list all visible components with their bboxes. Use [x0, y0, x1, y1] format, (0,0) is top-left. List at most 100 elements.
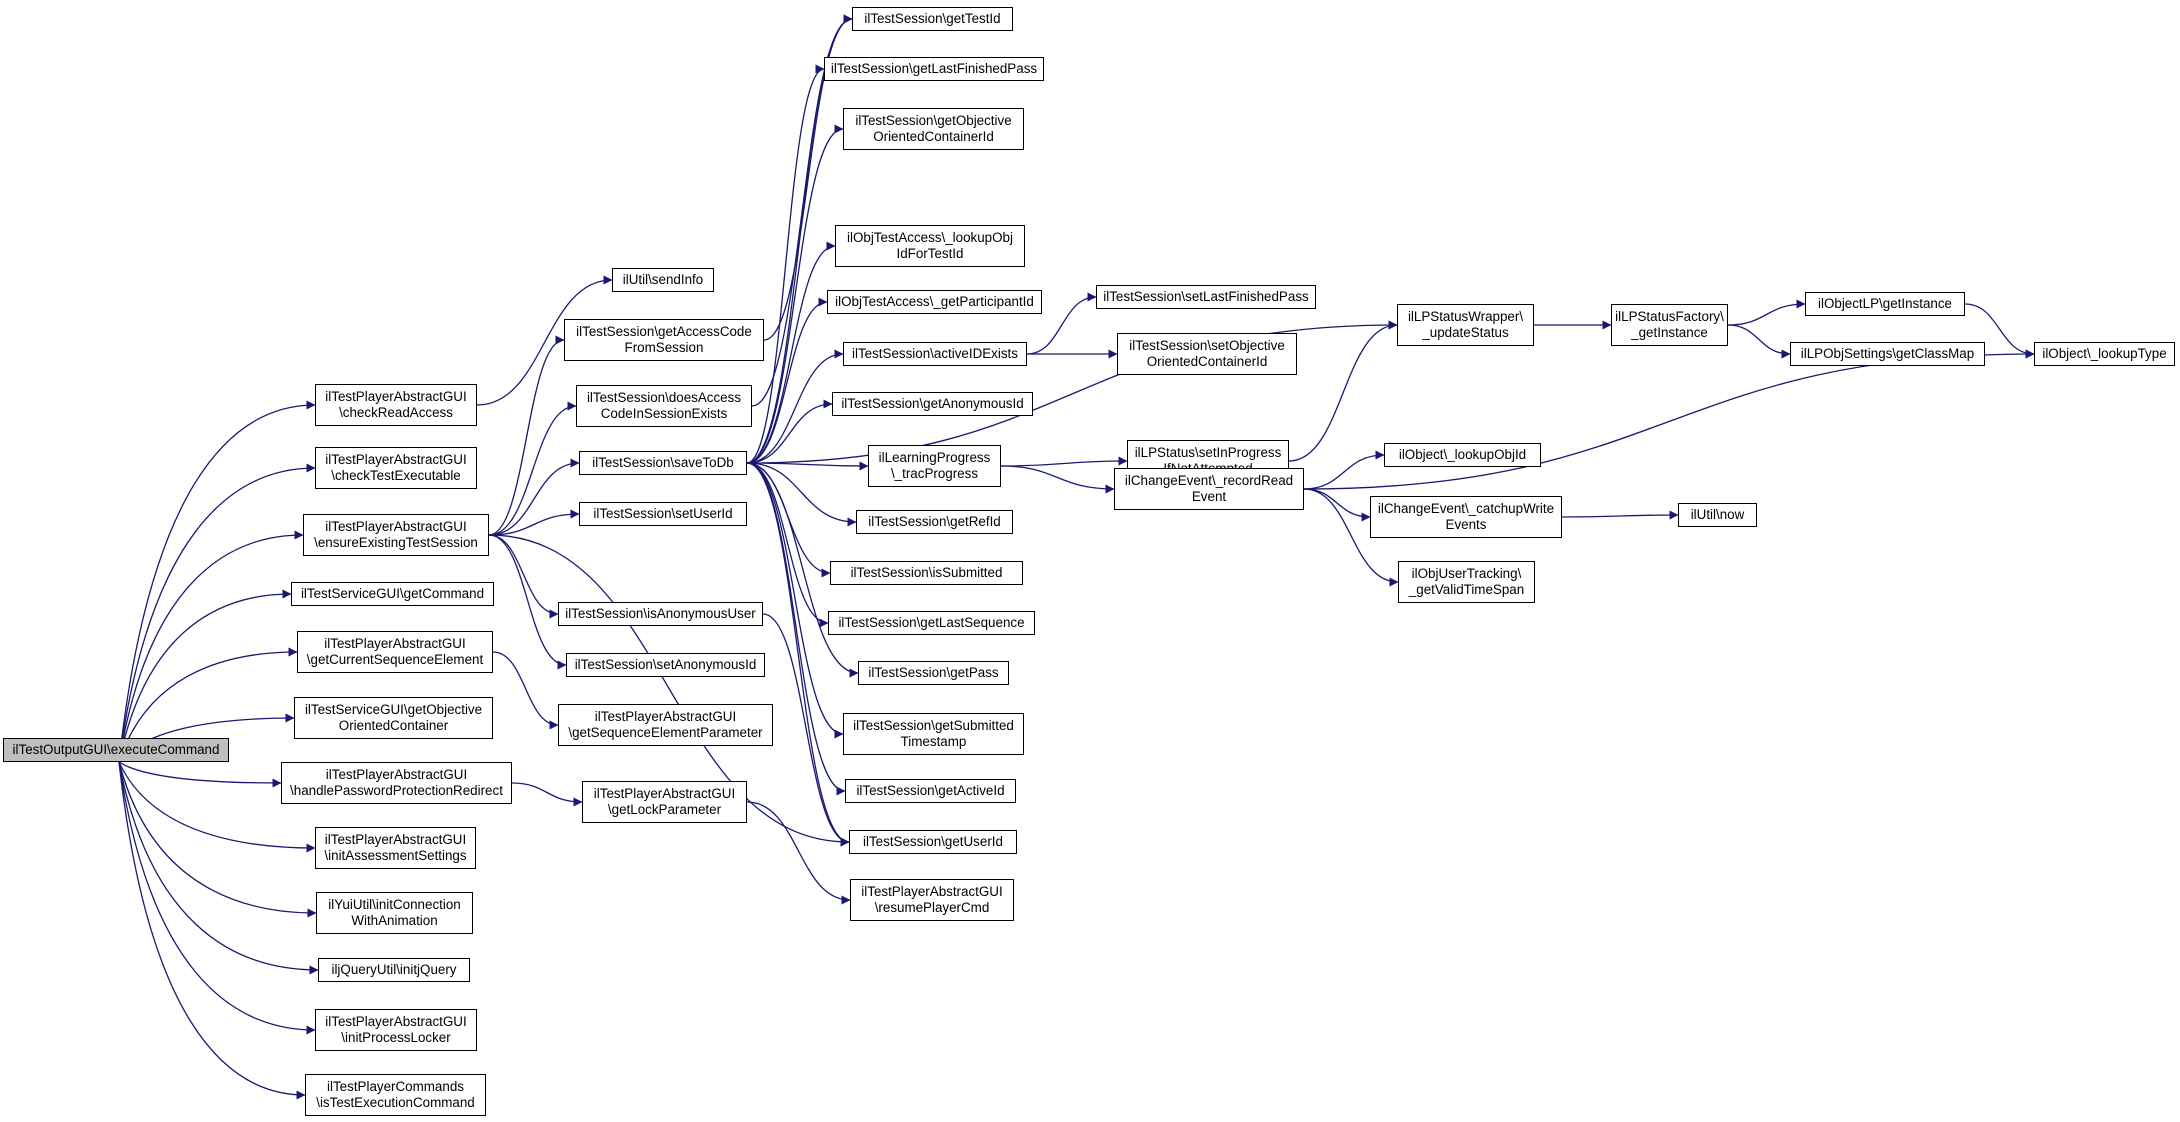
node-update-status[interactable]: ilLPStatusWrapper\_updateStatus — [1397, 304, 1534, 346]
edge-lpStatusFactory-to-objectLPgetInstance — [1727, 299, 1806, 326]
node-label-line: ilTestPlayerAbstractGUI — [594, 709, 737, 724]
node-get-class-map[interactable]: ilLPObjSettings\getClassMap — [1790, 342, 1985, 366]
node-label-line: \initProcessLocker — [341, 1030, 451, 1045]
node-label-line: ilTestSession\isSubmitted — [850, 565, 1003, 580]
node-set-last-finished-pass[interactable]: ilTestSession\setLastFinishedPass — [1096, 285, 1316, 309]
node-label-line: ilTestSession\doesAccess — [586, 390, 742, 405]
node-save-to-db[interactable]: ilTestSession\saveToDb — [579, 451, 747, 475]
edge-setInProgress-to-updateStatus — [1288, 320, 1398, 462]
node-get-seq-elem-param[interactable]: ilTestPlayerAbstractGUI\getSequenceEleme… — [558, 704, 773, 746]
node-label-line: ilTestSession\getRefId — [868, 514, 1001, 529]
edge-saveToDb-to-lookupObjIdForTestId — [746, 241, 836, 464]
node-get-active-id[interactable]: ilTestSession\getActiveId — [845, 779, 1016, 803]
node-check-test-executable[interactable]: ilTestPlayerAbstractGUI\checkTestExecuta… — [315, 447, 477, 489]
node-label-line: ilTestPlayerAbstractGUI — [593, 786, 736, 801]
node-label-line: ilTestSession\getLastSequence — [838, 615, 1025, 630]
edge-handlePwd-to-getLockParam — [511, 782, 583, 807]
edge-isAnonymousUser-to-getUserId — [762, 613, 850, 847]
node-lp-status-factory[interactable]: ilLPStatusFactory\_getInstance — [1611, 304, 1728, 346]
node-get-lock-param[interactable]: ilTestPlayerAbstractGUI\getLockParameter — [582, 781, 747, 823]
edge-root-to-initProcessLocker — [118, 761, 316, 1035]
node-label-line: ilTestPlayerAbstractGUI — [325, 389, 467, 404]
node-trac-progress[interactable]: ilLearningProgress\_tracProgress — [868, 445, 1001, 487]
node-label-line: ilTestOutputGUI\executeCommand — [12, 742, 220, 757]
node-is-test-exec-cmd[interactable]: ilTestPlayerCommands\isTestExecutionComm… — [305, 1074, 486, 1116]
node-label-line: ilTestSession\setAnonymousId — [574, 657, 757, 672]
node-handle-pwd[interactable]: ilTestPlayerAbstractGUI\handlePasswordPr… — [281, 762, 512, 804]
node-get-participant-id[interactable]: ilObjTestAccess\_getParticipantId — [827, 290, 1042, 314]
node-ensure-existing[interactable]: ilTestPlayerAbstractGUI\ensureExistingTe… — [303, 514, 489, 556]
node-label-line: IdForTestId — [896, 246, 964, 261]
edge-tracProgress-to-recordReadEvent — [1000, 465, 1115, 494]
node-send-info[interactable]: ilUtil\sendInfo — [612, 268, 714, 292]
node-lookup-type[interactable]: ilObject\_lookupType — [2034, 342, 2175, 366]
edge-ensureExisting-to-saveToDb — [488, 458, 580, 536]
node-label-line: ilTestSession\setLastFinishedPass — [1103, 289, 1309, 304]
edge-ensureExisting-to-getUserId — [488, 534, 850, 847]
node-label-line: ilTestPlayerAbstractGUI — [324, 832, 467, 847]
node-util-now[interactable]: ilUtil\now — [1678, 503, 1757, 527]
edge-ensureExisting-to-setAnonymousId — [488, 534, 567, 670]
node-get-user-id[interactable]: ilTestSession\getUserId — [849, 830, 1017, 854]
node-init-assessment[interactable]: ilTestPlayerAbstractGUI\initAssessmentSe… — [315, 827, 476, 869]
node-label-line: \handlePasswordProtectionRedirect — [290, 783, 503, 798]
node-initj-query[interactable]: iljQueryUtil\initjQuery — [318, 958, 470, 982]
node-label-line: ilTestSession\getObjective — [855, 113, 1012, 128]
node-label-line: ilTestPlayerAbstractGUI — [325, 767, 468, 782]
edge-recordReadEvent-to-catchupWrite — [1303, 488, 1371, 522]
node-get-last-finished-pass[interactable]: ilTestSession\getLastFinishedPass — [824, 57, 1044, 81]
node-label-line: Events — [1445, 517, 1487, 532]
node-label-line: Event — [1191, 489, 1227, 504]
node-get-anonymous-id[interactable]: ilTestSession\getAnonymousId — [832, 392, 1033, 416]
node-set-anonymous-id[interactable]: ilTestSession\setAnonymousId — [566, 653, 765, 677]
node-label-line: ilObjUserTracking\ — [1411, 566, 1522, 581]
node-object-lpget-instance[interactable]: ilObjectLP\getInstance — [1805, 292, 1965, 316]
edge-root-to-initConnection — [118, 761, 317, 918]
edge-root-to-isTestExecCmd — [118, 761, 306, 1100]
node-get-test-id[interactable]: ilTestSession\getTestId — [852, 7, 1013, 31]
node-check-read-access[interactable]: ilTestPlayerAbstractGUI\checkReadAccess — [315, 384, 477, 426]
node-label-line: OrientedContainer — [338, 718, 449, 733]
node-get-current-seq[interactable]: ilTestPlayerAbstractGUI\getCurrentSequen… — [297, 631, 493, 673]
node-get-ref-id[interactable]: ilTestSession\getRefId — [856, 510, 1013, 534]
node-root[interactable]: ilTestOutputGUI\executeCommand — [3, 738, 229, 762]
node-init-process-locker[interactable]: ilTestPlayerAbstractGUI\initProcessLocke… — [315, 1009, 477, 1051]
edge-saveToDb-to-getLastFinishedPass — [746, 64, 825, 464]
node-label-line: ilTestSession\getPass — [868, 665, 999, 680]
node-label-line: _getValidTimeSpan — [1408, 582, 1525, 597]
node-active-idexists[interactable]: ilTestSession\activeIDExists — [843, 342, 1027, 366]
edge-saveToDb-to-getUserId — [746, 462, 850, 847]
node-is-submitted[interactable]: ilTestSession\isSubmitted — [830, 561, 1023, 585]
edge-root-to-handlePwd — [118, 761, 282, 788]
node-label-line: OrientedContainerId — [1146, 354, 1268, 369]
node-label-line: ilUtil\sendInfo — [622, 272, 704, 287]
node-label-line: ilTestSession\getTestId — [864, 11, 1001, 26]
edge-saveToDb-to-activeIDExists — [746, 349, 844, 464]
node-resume-player-cmd[interactable]: ilTestPlayerAbstractGUI\resumePlayerCmd — [850, 879, 1014, 921]
node-get-valid-time-span[interactable]: ilObjUserTracking\_getValidTimeSpan — [1398, 561, 1535, 603]
edge-recordReadEvent-to-getValidTimeSpan — [1303, 488, 1399, 587]
edge-root-to-ensureExisting — [118, 530, 304, 763]
node-label-line: ilTestSession\activeIDExists — [852, 346, 1018, 361]
node-get-last-sequence[interactable]: ilTestSession\getLastSequence — [828, 611, 1035, 635]
node-label-line: ilChangeEvent\_recordRead — [1124, 473, 1294, 488]
node-is-anonymous-user[interactable]: ilTestSession\isAnonymousUser — [558, 602, 763, 626]
node-label-line: ilYuiUtil\initConnection — [328, 897, 461, 912]
edge-root-to-getCurrentSeq — [118, 647, 298, 763]
node-set-user-id[interactable]: ilTestSession\setUserId — [579, 502, 747, 526]
node-get-command[interactable]: ilTestServiceGUI\getCommand — [291, 582, 494, 606]
node-lookup-obj-id[interactable]: ilObject\_lookupObjId — [1384, 443, 1541, 467]
node-get-pass[interactable]: ilTestSession\getPass — [858, 661, 1009, 685]
node-label-line: ilTestSession\isAnonymousUser — [565, 606, 756, 621]
